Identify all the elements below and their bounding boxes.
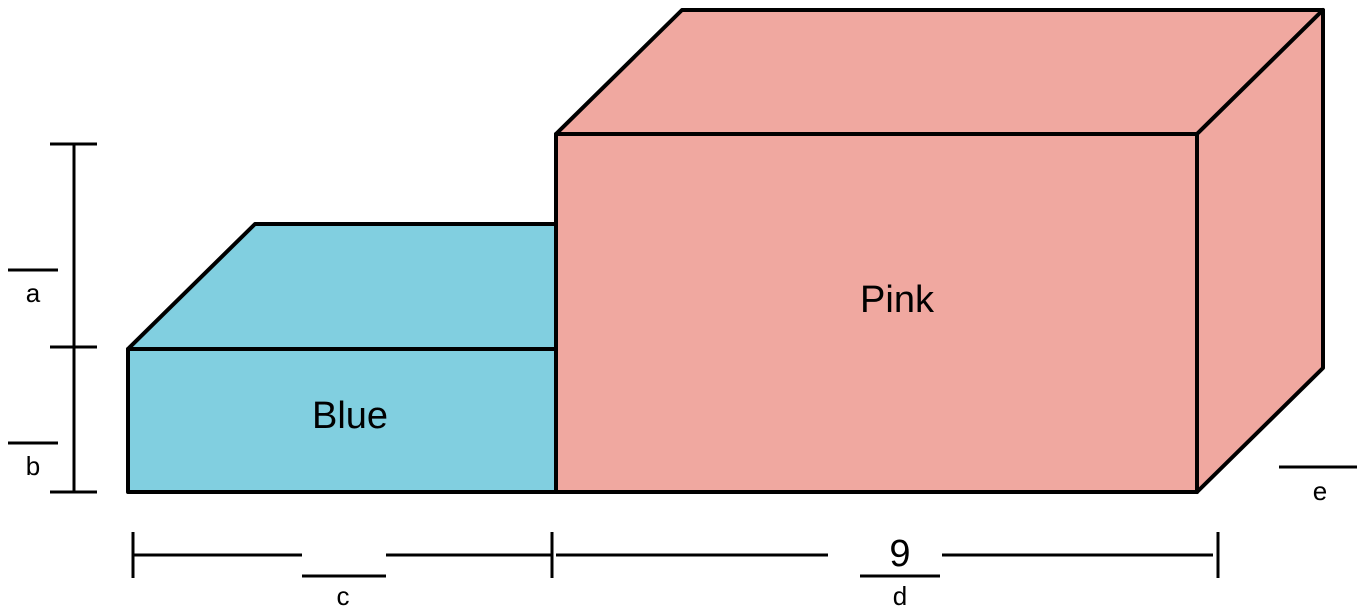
dimension-c-letter: c <box>337 581 350 609</box>
pink-front-face <box>554 132 1199 494</box>
dimension-d-letter: d <box>893 581 907 609</box>
pink-label: Pink <box>860 279 935 321</box>
dimension-a-letter: a <box>26 278 41 308</box>
dimension-a: a <box>8 142 97 349</box>
blue-front-face <box>126 347 558 494</box>
dimension-d-value: 9 <box>889 533 910 575</box>
dimension-d: 9 d <box>550 532 1220 609</box>
blue-label: Blue <box>312 395 388 437</box>
dimension-e: e <box>1279 465 1357 506</box>
dimension-e-letter: e <box>1313 476 1327 506</box>
blue-top-face <box>126 222 558 351</box>
blue-prism: Blue <box>126 222 558 494</box>
dimension-b-letter: b <box>26 451 40 481</box>
pink-top-face <box>554 8 1325 136</box>
dimension-c: c <box>131 532 552 609</box>
dimension-b: b <box>8 347 97 494</box>
pink-prism: Pink <box>554 8 1325 494</box>
